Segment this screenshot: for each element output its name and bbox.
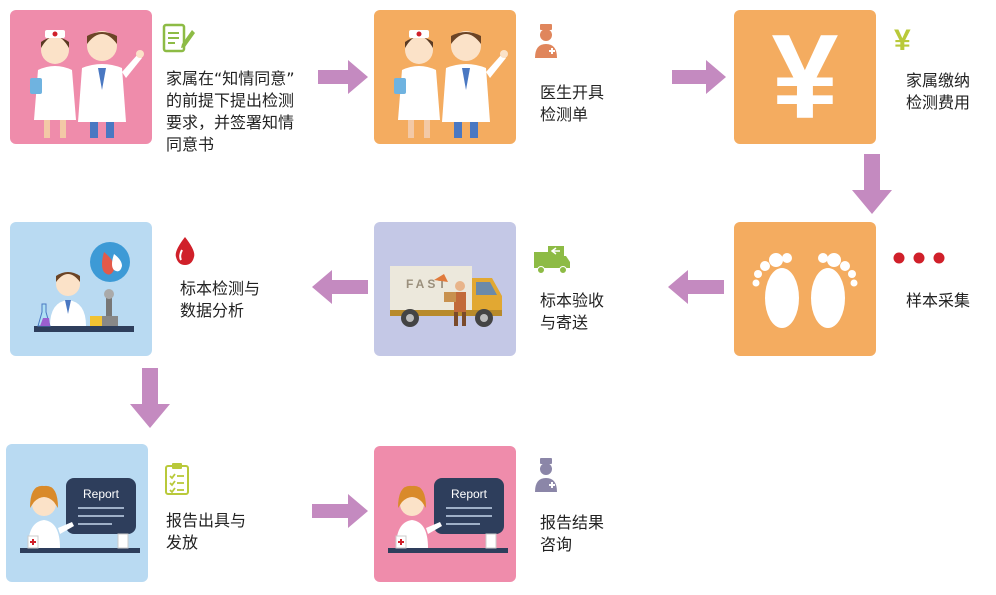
flow-arrow-down	[850, 154, 894, 220]
lab-scientist-illustration	[34, 242, 134, 332]
step7-image-tile: Report	[6, 444, 148, 582]
blood-drop-icon	[172, 236, 198, 270]
nurse-doctor-illustration	[30, 30, 144, 138]
truck-brand-text: FAST	[406, 277, 449, 291]
step6-image-tile	[10, 222, 152, 356]
report-presenter-illustration: Report	[20, 478, 140, 553]
step1-image-tile	[10, 10, 152, 144]
step1-label: 家属在“知情同意” 的前提下提出检测 要求，并签署知情 同意书	[166, 69, 295, 154]
nurse-icon	[534, 458, 558, 498]
report-board-text: Report	[451, 487, 488, 501]
step2-label: 医生开具 检测单	[540, 83, 605, 124]
report-presenter-illustration: Report	[388, 478, 508, 553]
yen-icon: ¥	[894, 24, 911, 57]
step4-label: 样本采集	[906, 291, 971, 310]
yen-symbol: ¥	[771, 10, 839, 144]
step4-image-tile	[734, 222, 876, 356]
step6-label: 标本检测与 数据分析	[180, 279, 261, 320]
flow-arrow-right	[672, 58, 728, 100]
flow-arrow-right	[318, 58, 370, 100]
step7-label: 报告出具与 发放	[166, 511, 247, 552]
flow-arrow-left	[666, 268, 724, 310]
baby-footprints-illustration	[752, 253, 858, 328]
step2-image-tile	[374, 10, 516, 144]
step5-image-tile: FAST	[374, 222, 516, 356]
form-pencil-icon	[162, 22, 196, 58]
doctor-icon	[534, 24, 558, 64]
flow-arrow-down	[128, 368, 172, 434]
flow-arrow-right	[312, 492, 370, 534]
step3-image-tile: ¥	[734, 10, 876, 144]
delivery-truck-icon	[534, 244, 570, 278]
delivery-truck-illustration: FAST	[390, 266, 502, 327]
nurse-doctor-illustration	[394, 30, 508, 138]
step3-label: 家属缴纳 检测费用	[906, 71, 971, 112]
checklist-icon	[164, 462, 190, 500]
flow-arrow-left	[310, 268, 368, 310]
step8-image-tile: Report	[374, 446, 516, 582]
step8-label: 报告结果 咨询	[540, 513, 605, 554]
report-board-text: Report	[83, 487, 120, 501]
step5-label: 标本验收 与寄送	[540, 291, 605, 332]
three-dots-icon	[892, 250, 946, 269]
